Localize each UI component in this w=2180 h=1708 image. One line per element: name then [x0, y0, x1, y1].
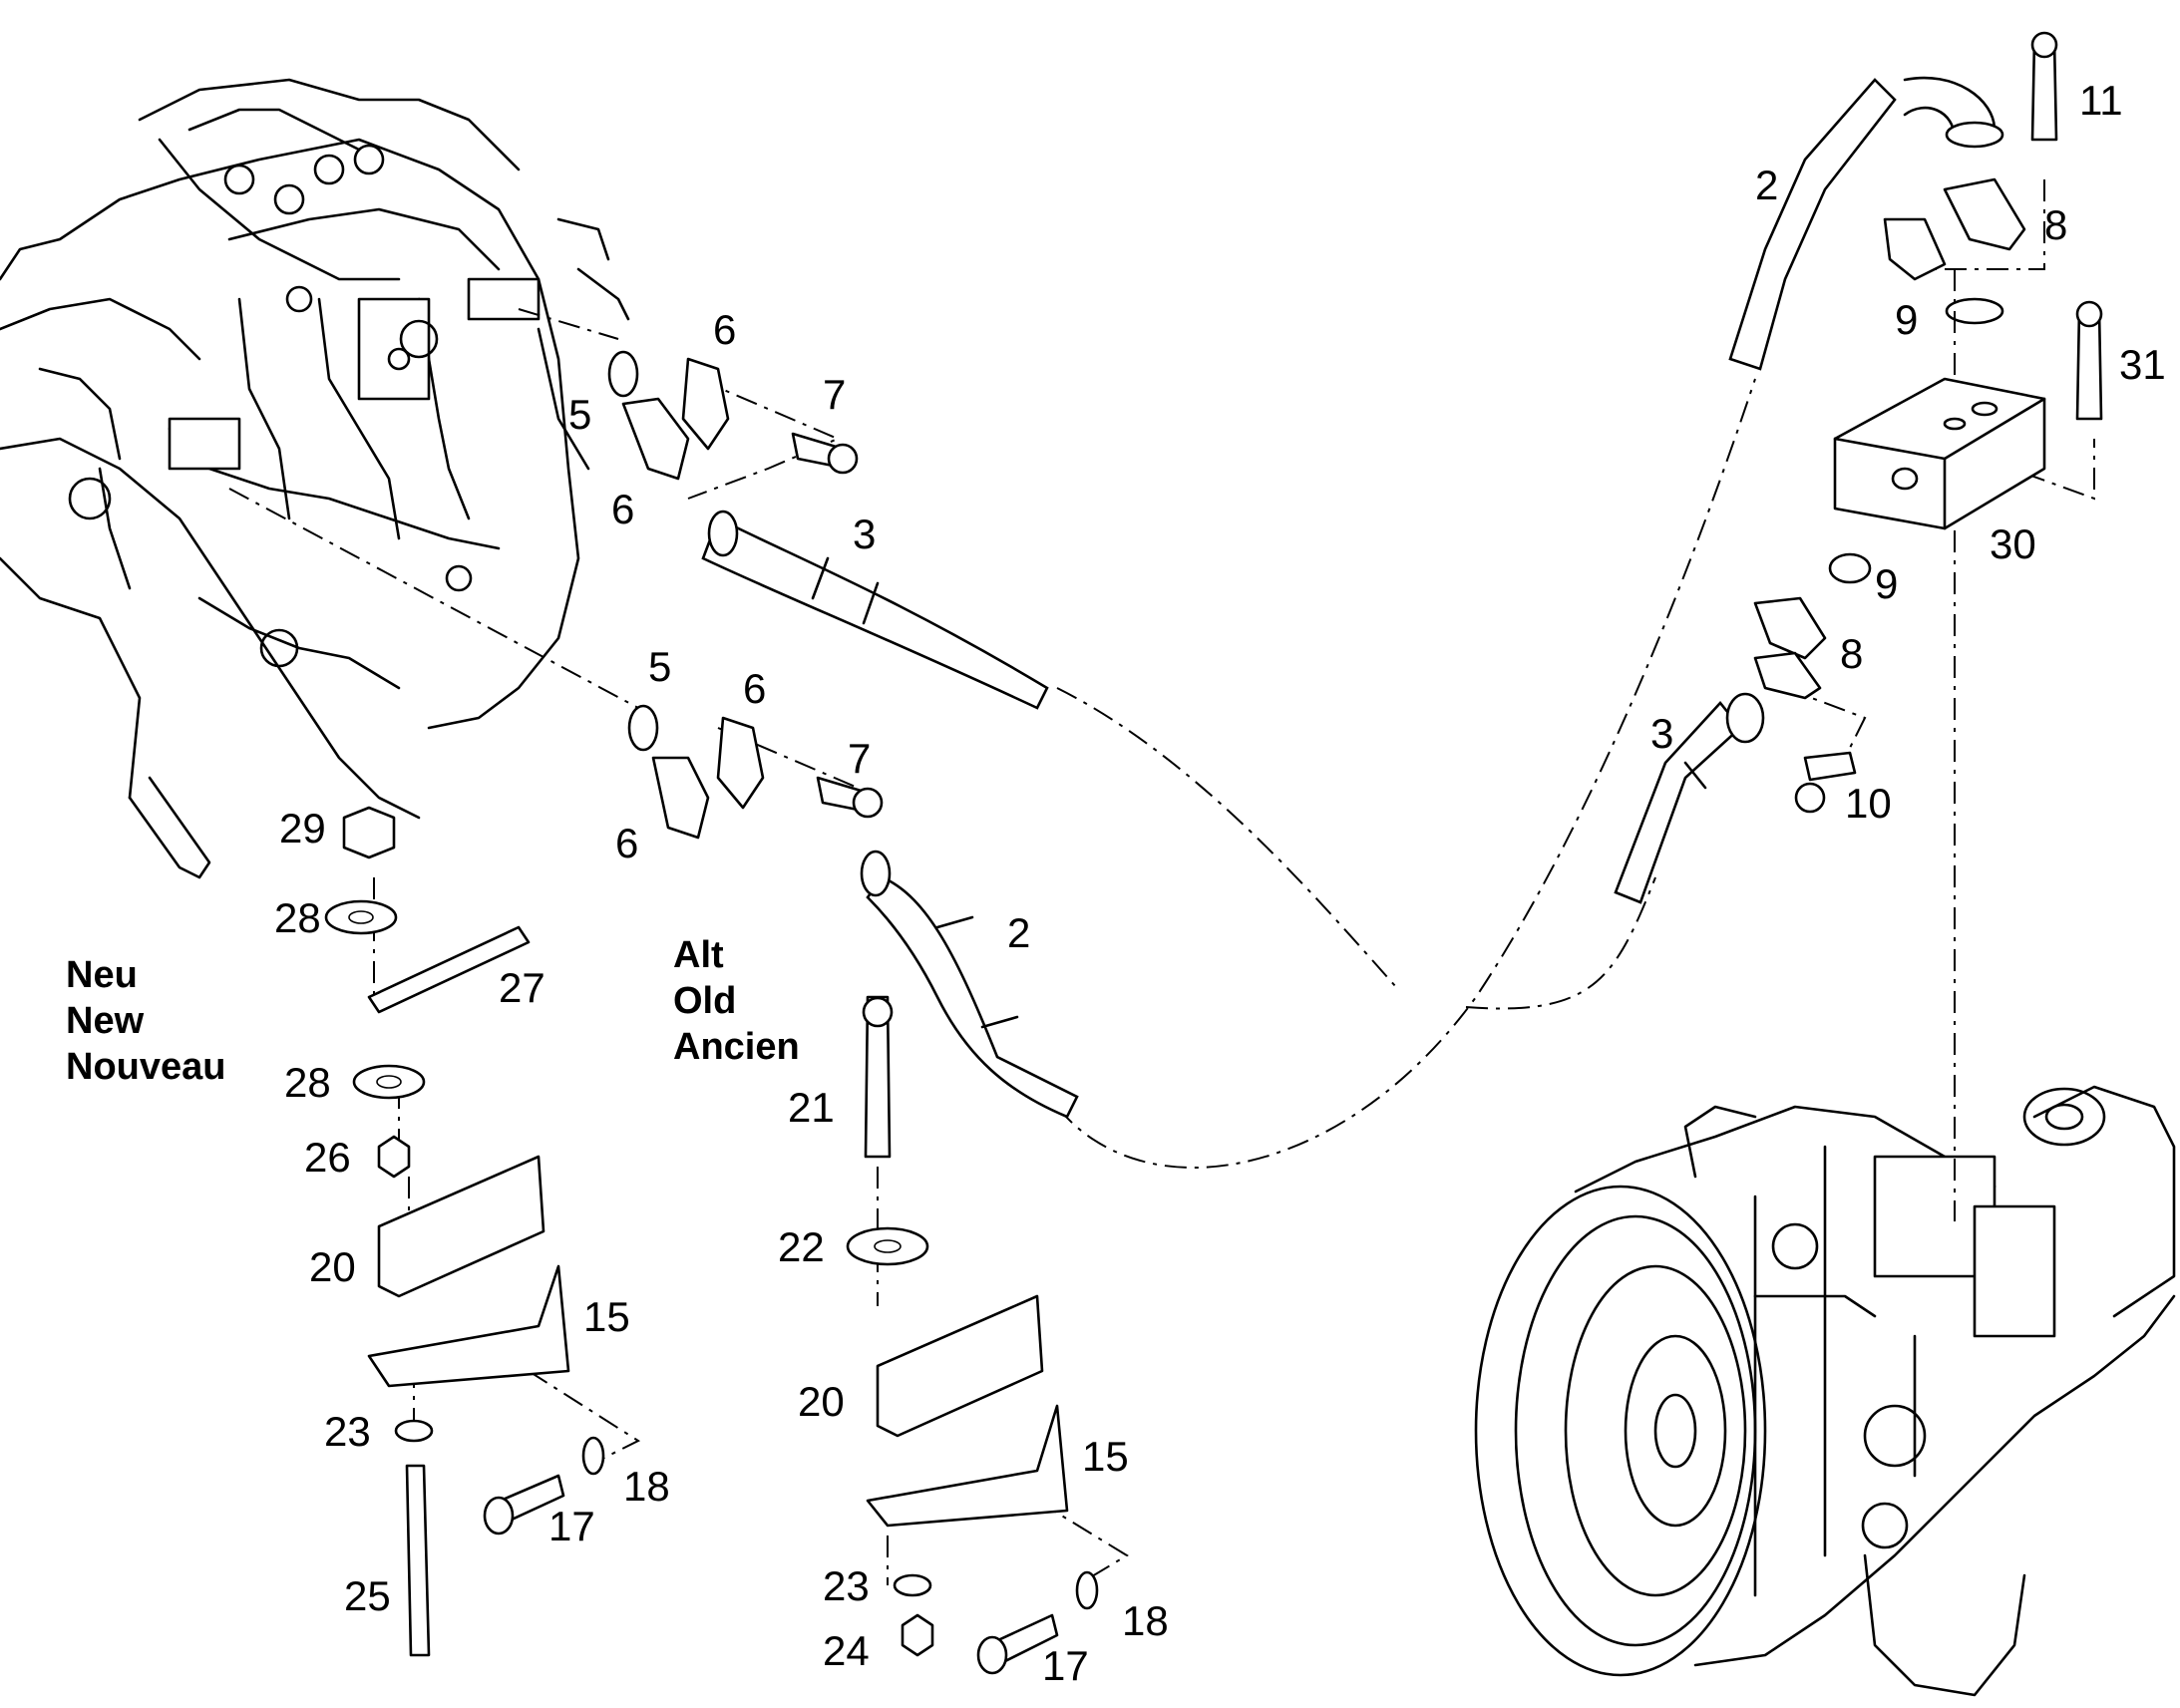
callout-3-right: 3: [1650, 710, 1673, 757]
callout-6-d: 6: [615, 820, 638, 866]
callout-10: 10: [1845, 780, 1892, 827]
block-30: [1833, 377, 2046, 530]
legend-old-fr: Ancien: [673, 1026, 800, 1068]
callout-21: 21: [788, 1084, 835, 1131]
callout-31: 31: [2119, 341, 2166, 388]
washer-28-lower: [352, 1064, 426, 1100]
callout-3-upper: 3: [853, 511, 876, 557]
washer-23-old: [893, 1573, 932, 1597]
leader-lines: [228, 179, 2095, 1586]
callout-23-old: 23: [823, 1562, 870, 1609]
callout-7-lower: 7: [848, 735, 871, 782]
callout-18-old: 18: [1122, 1597, 1169, 1644]
bracket-15-new: [367, 1264, 570, 1388]
bracket-15-old: [866, 1404, 1069, 1528]
flange-half-8-top-a: [1943, 177, 2026, 251]
legend-new-de: Neu: [66, 954, 138, 996]
washer-22: [846, 1226, 929, 1266]
holder-20-old: [876, 1294, 1044, 1438]
callout-17-old: 17: [1042, 1642, 1089, 1689]
legend-old-en: Old: [673, 980, 737, 1022]
flange-half-6-lower-a: [651, 756, 710, 840]
callout-17-new: 17: [548, 1503, 595, 1549]
bolt-25: [405, 1464, 431, 1657]
callout-7-upper: 7: [823, 371, 846, 418]
flange-half-6-upper-b: [681, 357, 730, 451]
callout-2-lower: 2: [1007, 909, 1030, 956]
callout-15-old: 15: [1082, 1433, 1129, 1480]
bolt-21: [864, 995, 892, 1159]
bracket-assembly-old: [846, 995, 1099, 1675]
hoses: [701, 76, 2004, 1119]
callout-28-upper: 28: [274, 894, 321, 941]
legend-old: Alt Old Ancien: [673, 932, 800, 1070]
legend-new-en: New: [66, 1000, 145, 1042]
bolt-10: [1803, 751, 1857, 782]
flange-half-8-top-b: [1883, 217, 1947, 281]
callout-9-top: 9: [1895, 296, 1918, 343]
legend-new-fr: Nouveau: [66, 1046, 226, 1088]
nut-24: [901, 1613, 934, 1657]
callout-23-new: 23: [324, 1408, 371, 1455]
holder-20-new: [377, 1155, 545, 1298]
nut-26: [377, 1135, 411, 1179]
callout-6-c: 6: [743, 665, 766, 712]
callout-27: 27: [499, 964, 545, 1011]
callout-labels: 2 11 8 9 31 30 9 8 3 10 6 7 5 6 3 5 6 7 …: [274, 77, 2166, 1689]
callout-24: 24: [823, 1627, 870, 1674]
callout-5-lower: 5: [648, 643, 671, 690]
pump-illustration: [1474, 1085, 2176, 1697]
engine-illustration: [0, 78, 630, 879]
flange-half-6-lower-b: [716, 716, 765, 810]
callout-8-mid: 8: [1840, 630, 1863, 677]
o-ring-9-mid: [1828, 552, 1872, 584]
callout-29: 29: [279, 805, 326, 852]
callout-6-a: 6: [713, 306, 736, 353]
callout-11: 11: [2079, 77, 2123, 124]
callout-30: 30: [1990, 520, 2036, 567]
bracket-assembly-new: [324, 806, 605, 1657]
washer-18-new: [581, 1436, 605, 1476]
callout-2-top: 2: [1755, 162, 1778, 208]
legend-old-de: Alt: [673, 934, 724, 976]
flange-half-8-mid-b: [1753, 651, 1822, 700]
o-ring-9-top: [1945, 297, 2004, 325]
callout-15-new: 15: [583, 1293, 630, 1340]
flange-half-6-upper-a: [621, 397, 690, 481]
callout-18-new: 18: [623, 1463, 670, 1510]
strap-27: [367, 925, 531, 1014]
callout-8-top: 8: [2044, 201, 2067, 248]
callout-6-b: 6: [611, 486, 634, 532]
nut-29: [342, 806, 396, 859]
legend-new: Neu New Nouveau: [66, 952, 225, 1090]
callout-25: 25: [344, 1572, 391, 1619]
callout-26: 26: [304, 1134, 351, 1181]
callout-20-new: 20: [309, 1243, 356, 1290]
callout-5-upper: 5: [568, 391, 591, 438]
right-fittings: [1753, 31, 2103, 814]
o-ring-5-lower: [627, 704, 659, 752]
callout-28-lower: 28: [284, 1059, 331, 1106]
washer-28-upper: [324, 899, 398, 935]
callout-9-mid: 9: [1875, 560, 1898, 607]
washer-23-new: [394, 1419, 434, 1443]
flange-half-8-mid-a: [1753, 596, 1827, 660]
o-ring-5-upper: [607, 350, 639, 398]
washer-18-old: [1075, 1570, 1099, 1610]
upper-left-fittings: [607, 350, 884, 840]
callout-20-old: 20: [798, 1378, 845, 1425]
callout-22: 22: [778, 1223, 825, 1270]
